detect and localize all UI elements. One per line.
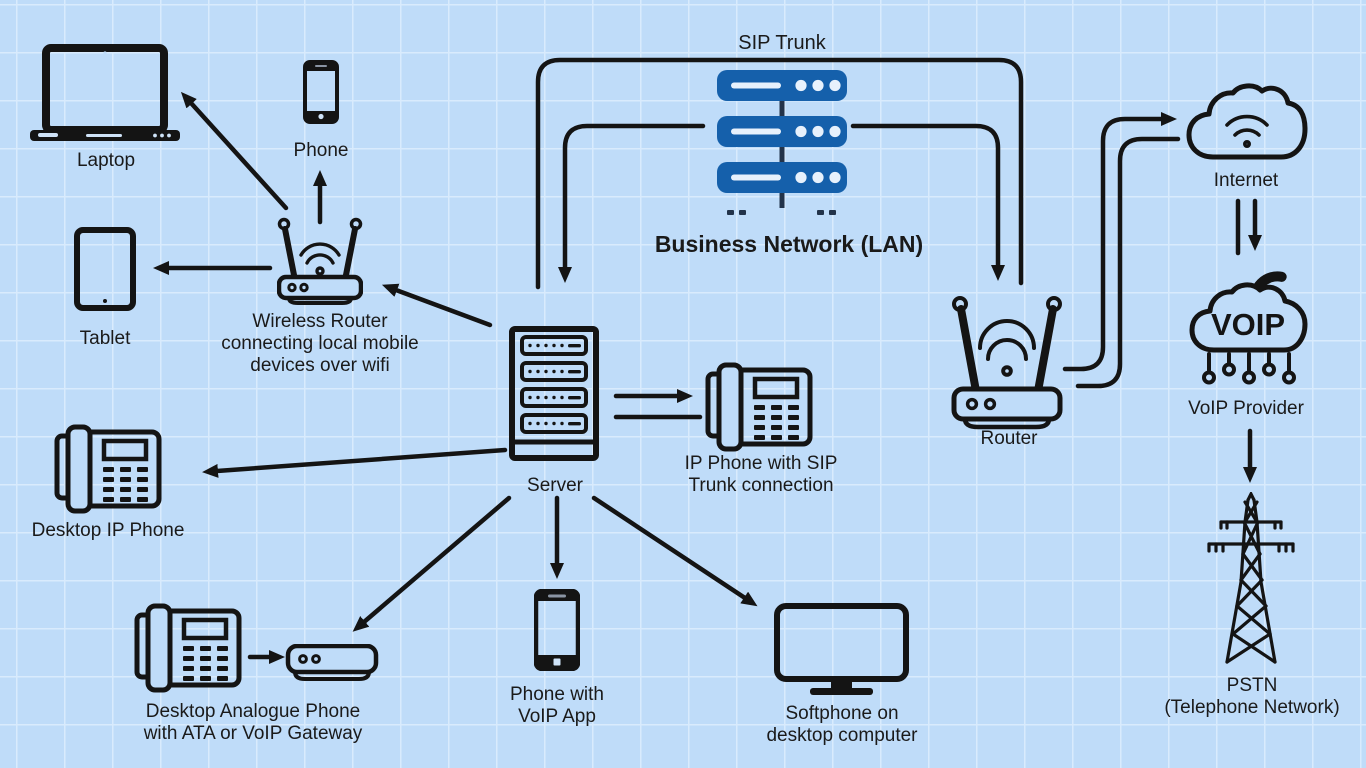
desk-phone-icon	[705, 362, 813, 452]
phone-label: Phone	[293, 140, 349, 161]
desktop-monitor-icon	[774, 603, 909, 695]
server-label: Server	[527, 475, 583, 496]
router-icon	[951, 296, 1063, 430]
desk-phone-icon	[54, 424, 162, 514]
lan-server-stack-icon	[717, 70, 847, 215]
pstn-label: PSTN (Telephone Network)	[1164, 675, 1340, 718]
connection-lan-to-router	[850, 123, 1005, 281]
connection-router-to-internet-2	[1075, 136, 1181, 389]
ata-gateway-icon	[285, 644, 379, 681]
connection-server-to-ata	[352, 495, 512, 632]
voip-cloud-icon: VOIP	[1189, 271, 1308, 385]
connection-server-to-softphone	[591, 495, 758, 607]
ip-phone-sip-label: IP Phone with SIP Trunk connection	[684, 453, 838, 496]
desktop-ip-phone-label: Desktop IP Phone	[31, 520, 185, 541]
wireless-router-icon	[277, 217, 363, 305]
connection-router-to-internet	[1062, 112, 1177, 372]
connection-sip-trunk	[535, 57, 1024, 290]
pstn-tower-icon	[1207, 492, 1295, 664]
server-rack-icon	[509, 326, 599, 461]
internet-label: Internet	[1213, 170, 1279, 191]
laptop-label: Laptop	[76, 150, 136, 171]
tablet-label: Tablet	[79, 328, 131, 349]
smartphone-icon	[303, 60, 339, 124]
laptop-icon	[30, 44, 180, 141]
connection-wrouter-to-laptop	[180, 91, 289, 211]
router-label: Router	[980, 428, 1038, 449]
voip-provider-label: VoIP Provider	[1188, 398, 1304, 419]
connection-server-to-desktop-ip-phone	[202, 447, 508, 478]
internet-cloud-icon	[1186, 83, 1308, 160]
lan-title-label: Business Network (LAN)	[654, 231, 924, 257]
voip-app-phone-icon	[534, 589, 580, 671]
connection-lan-to-server	[558, 123, 706, 283]
voip-icon-text: VOIP	[1211, 307, 1285, 342]
wireless-router-label: Wireless Router connecting local mobile …	[221, 311, 419, 376]
softphone-label: Softphone on desktop computer	[766, 703, 918, 746]
analogue-phone-label: Desktop Analogue Phone with ATA or VoIP …	[143, 701, 363, 744]
tablet-icon	[74, 227, 136, 311]
phone-voip-app-label: Phone with VoIP App	[509, 684, 604, 727]
sip-trunk-label: SIP Trunk	[738, 32, 826, 54]
desk-phone-icon	[134, 603, 242, 693]
connection-server-to-wrouter	[381, 283, 493, 328]
